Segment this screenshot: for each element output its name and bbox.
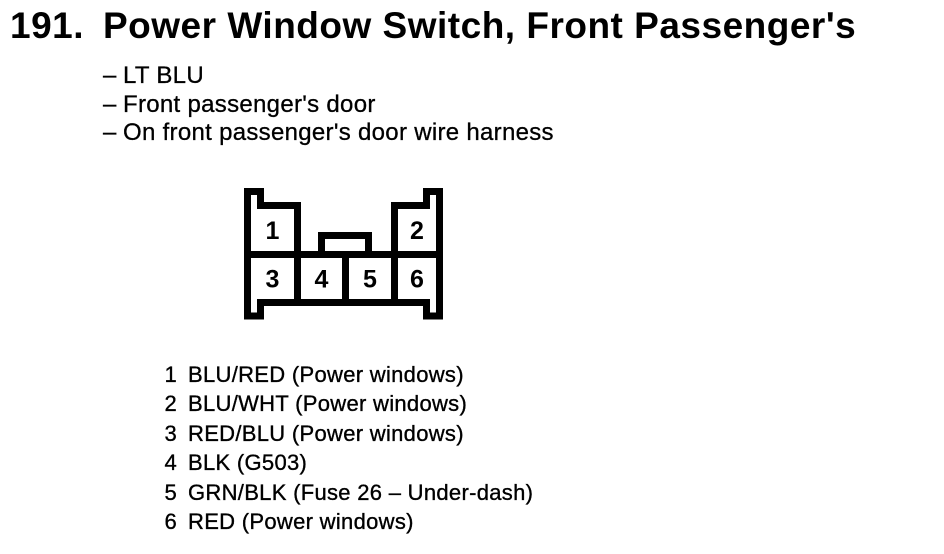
pin-row-4: 4 BLK (G503) <box>160 448 533 477</box>
dash-marker: – <box>103 90 117 118</box>
pin-number: 1 <box>164 362 177 387</box>
pin-row-1: 1 BLU/RED (Power windows) <box>160 360 533 389</box>
pin-number: 2 <box>164 391 177 417</box>
dash-marker: – <box>103 62 117 89</box>
detail-item-location: – Front passenger's door <box>103 90 554 120</box>
pin-row-6: 6 RED (Power windows) <box>160 507 533 536</box>
connector-details-list: – LT BLU – Front passenger's door – On f… <box>103 62 554 148</box>
connector-drawing: 1 2 3 4 5 6 <box>244 188 443 320</box>
pin-description: BLU/RED (Power windows) <box>188 362 464 387</box>
pin-description: BLU/WHT (Power windows) <box>188 391 468 417</box>
connector-cavity-dividers <box>245 251 442 303</box>
pin-row-2: 2 BLU/WHT (Power windows) <box>160 389 533 418</box>
cavity-number-2: 2 <box>410 217 424 245</box>
section-number: 191. <box>10 5 85 46</box>
pin-description: RED (Power windows) <box>188 509 414 535</box>
detail-item-harness: – On front passenger's door wire harness <box>103 119 554 148</box>
cavity-number-4: 4 <box>315 266 329 294</box>
dash-marker: – <box>103 119 117 146</box>
cavity-number-6: 6 <box>410 266 424 294</box>
cavity-number-5: 5 <box>363 266 377 294</box>
pin-row-5: 5 GRN/BLK (Fuse 26 – Under-dash) <box>160 478 533 507</box>
detail-text: On front passenger's door wire harness <box>123 119 554 146</box>
cavity-number-1: 1 <box>266 217 280 245</box>
detail-text: LT BLU <box>123 62 204 89</box>
pin-row-3: 3 RED/BLU (Power windows) <box>160 419 533 448</box>
cavity-number-3: 3 <box>266 266 280 294</box>
connector-outline <box>244 188 443 320</box>
connector-diagram: 1 2 3 4 5 6 <box>243 187 444 321</box>
section-title-row: 191. Power Window Switch, Front Passenge… <box>10 7 856 44</box>
detail-item-wire-color: – LT BLU <box>103 62 554 91</box>
pin-description: BLK (G503) <box>188 450 308 476</box>
page-title: Power Window Switch, Front Passenger's <box>103 5 857 46</box>
pin-number: 3 <box>164 420 177 446</box>
pin-number: 5 <box>164 479 177 505</box>
pin-description: GRN/BLK (Fuse 26 – Under-dash) <box>188 479 534 505</box>
pin-number: 6 <box>164 509 177 535</box>
pin-description: RED/BLU (Power windows) <box>188 420 464 446</box>
detail-text: Front passenger's door <box>123 90 376 118</box>
pin-number: 4 <box>164 450 177 476</box>
pin-list: 1 BLU/RED (Power windows) 2 BLU/WHT (Pow… <box>160 360 533 536</box>
